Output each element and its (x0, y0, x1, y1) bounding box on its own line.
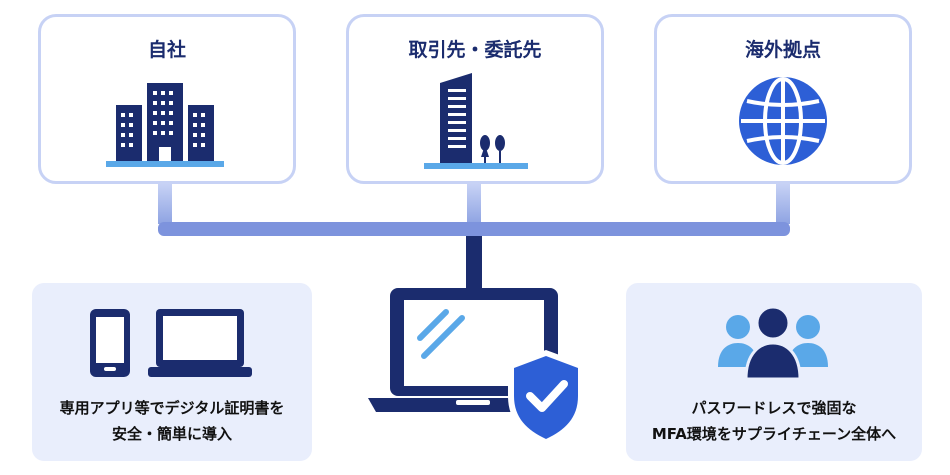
card-partners-contractors: 取引先・委託先 (346, 14, 604, 184)
shield-check-icon (508, 350, 584, 446)
secure-laptop-illustration (368, 288, 584, 446)
connector-to-laptop (466, 236, 482, 288)
panel-digital-certificate: 専用アプリ等でデジタル証明書を 安全・簡単に導入 (32, 283, 312, 461)
card-own-company: 自社 (38, 14, 296, 184)
connector-right (776, 184, 790, 224)
panel-caption-line2: 安全・簡単に導入 (111, 425, 232, 443)
globe-icon (739, 77, 827, 165)
user-group-icon (718, 305, 828, 381)
connector-horizontal (158, 222, 790, 236)
laptop-icon (148, 309, 252, 377)
connector-left (158, 184, 172, 224)
card-title: 海外拠点 (744, 39, 821, 61)
smartphone-icon (90, 309, 130, 377)
tower-building-icon (424, 73, 528, 169)
panel-passwordless-mfa: パスワードレスで強固な MFA環境をサプライチェーン全体へ (626, 283, 922, 461)
card-title: 自社 (147, 39, 186, 61)
panel-caption-line1: 専用アプリ等でデジタル証明書を (59, 399, 285, 417)
panel-caption-line2: MFA環境をサプライチェーン全体へ (651, 425, 897, 443)
card-overseas-bases: 海外拠点 (654, 14, 912, 184)
office-buildings-icon (106, 83, 224, 167)
connector-middle (467, 184, 481, 224)
panel-caption-line1: パスワードレスで強固な (691, 399, 857, 417)
card-title: 取引先・委託先 (408, 39, 542, 61)
